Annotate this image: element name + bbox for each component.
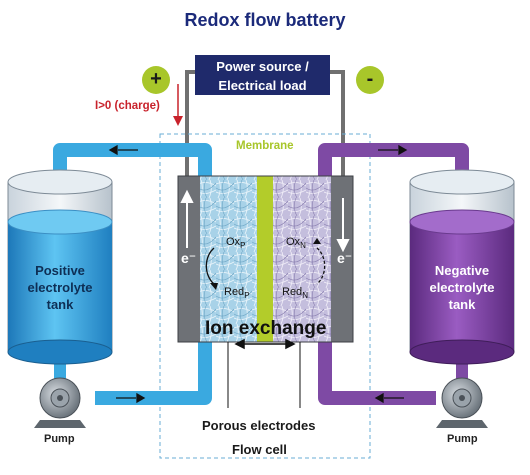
positive-tank-line2: electrolyte bbox=[27, 280, 93, 295]
positive-red-label: RedP bbox=[224, 286, 250, 301]
positive-tank-line3: tank bbox=[46, 297, 74, 312]
positive-porous-electrode bbox=[200, 176, 257, 342]
positive-tank bbox=[7, 169, 113, 365]
positive-wire bbox=[185, 70, 195, 178]
positive-ox-label: OxP bbox=[226, 236, 246, 251]
electron-arrows bbox=[180, 189, 350, 253]
flow-cell-label: Flow cell bbox=[232, 442, 287, 457]
positive-current-collector bbox=[178, 176, 200, 342]
negative-electron-label: e⁻ bbox=[337, 250, 353, 266]
positive-electron-label: e⁻ bbox=[181, 250, 197, 266]
positive-reaction-arrow bbox=[205, 247, 215, 285]
electrode-pointer-lines bbox=[227, 342, 301, 408]
power-source-line2: Electrical load bbox=[218, 78, 307, 93]
negative-ox-label: OxN bbox=[286, 236, 306, 251]
negative-current-collector bbox=[331, 176, 353, 342]
charge-arrow-head bbox=[173, 116, 183, 126]
positive-tank-line1: Positive bbox=[35, 263, 85, 278]
membrane bbox=[257, 176, 273, 342]
membrane-label: Membrane bbox=[236, 140, 294, 152]
positive-tank-label: Positive electrolyte tank bbox=[10, 262, 110, 313]
positive-terminal-icon: + bbox=[142, 66, 170, 94]
negative-terminal-icon: - bbox=[356, 66, 384, 94]
negative-tank-line2: electrolyte bbox=[429, 280, 495, 295]
negative-red-label: RedN bbox=[282, 286, 308, 301]
negative-tank bbox=[409, 169, 515, 365]
power-source-box: Power source / Electrical load bbox=[195, 55, 330, 95]
negative-porous-electrode bbox=[273, 176, 331, 342]
flow-cell-outline bbox=[159, 133, 371, 459]
porous-electrodes-label: Porous electrodes bbox=[202, 418, 316, 433]
ion-exchange-arrow bbox=[234, 338, 296, 350]
negative-pump-label: Pump bbox=[447, 433, 478, 445]
charge-label: I>0 (charge) bbox=[95, 100, 160, 112]
negative-tank-line3: tank bbox=[448, 297, 476, 312]
positive-pump bbox=[34, 377, 86, 428]
power-source-line1: Power source / bbox=[216, 59, 309, 74]
positive-pump-label: Pump bbox=[44, 433, 75, 445]
diagram-title: Redox flow battery bbox=[184, 10, 346, 30]
negative-pump bbox=[436, 377, 488, 428]
negative-wire bbox=[330, 70, 345, 178]
ion-exchange-label: Ion exchange bbox=[205, 318, 327, 339]
negative-reaction-arrow bbox=[316, 247, 326, 285]
negative-tank-line1: Negative bbox=[434, 263, 490, 278]
flow-arrows bbox=[108, 144, 408, 404]
negative-tank-label: Negative electrolyte tank bbox=[412, 262, 512, 313]
flow-cell bbox=[177, 175, 354, 343]
